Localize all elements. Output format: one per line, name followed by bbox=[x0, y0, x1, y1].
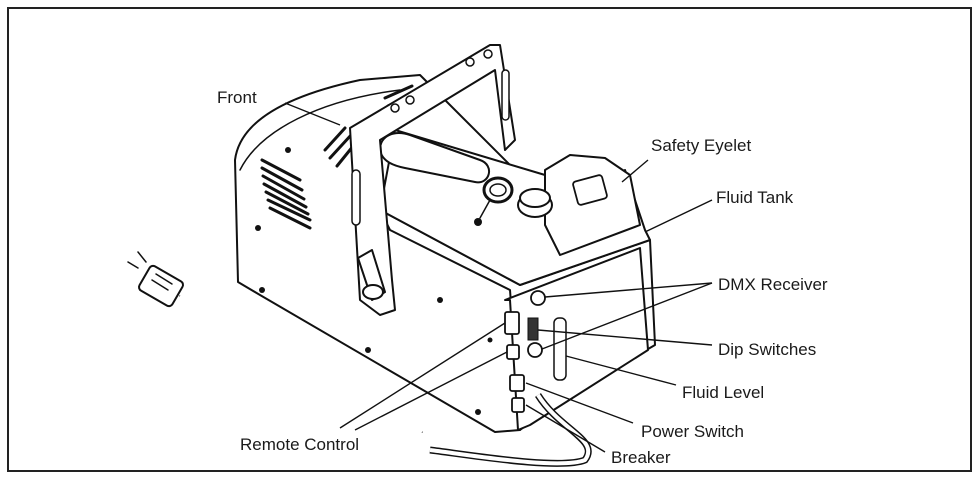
remote-connector-bottom bbox=[506, 344, 520, 360]
leader-fluid-level bbox=[565, 355, 677, 386]
dmx-out-connector bbox=[527, 342, 543, 358]
fluid-tank bbox=[379, 129, 651, 286]
bracket-hole bbox=[483, 49, 493, 59]
safety-eyelet-icon bbox=[474, 176, 514, 226]
leader-dmx-1 bbox=[544, 282, 713, 298]
leader-fluid-tank bbox=[644, 199, 713, 233]
plug-icon bbox=[127, 251, 184, 308]
label-power-switch: Power Switch bbox=[641, 422, 744, 441]
label-breaker: Breaker bbox=[611, 448, 671, 467]
label-front: Front bbox=[217, 88, 257, 107]
leader-remote-1 bbox=[339, 322, 506, 429]
remote-connector-top bbox=[504, 311, 520, 335]
rear-panel bbox=[379, 209, 656, 431]
bracket-slot-right bbox=[501, 69, 510, 121]
tank-window bbox=[572, 174, 608, 206]
power-switch bbox=[509, 374, 525, 392]
leader-remote-2 bbox=[354, 351, 508, 431]
leader-breaker bbox=[525, 404, 606, 453]
fill-cap-icon bbox=[517, 188, 553, 218]
dip-switch-block bbox=[527, 317, 539, 341]
leader-dip bbox=[537, 329, 713, 346]
leader-lines bbox=[284, 102, 713, 453]
breaker bbox=[511, 397, 525, 413]
bracket-hole bbox=[465, 57, 475, 67]
bracket-knob-icon bbox=[357, 249, 386, 301]
bracket-hole bbox=[390, 103, 400, 113]
label-dmx-receiver: DMX Receiver bbox=[718, 275, 828, 294]
label-fluid-level: Fluid Level bbox=[682, 383, 764, 402]
leader-power-switch bbox=[525, 382, 634, 424]
dmx-in-connector bbox=[530, 290, 546, 306]
fluid-level-window bbox=[553, 317, 567, 381]
bracket-slot-left bbox=[351, 169, 361, 226]
leader-safety-eyelet bbox=[621, 159, 649, 183]
label-safety-eyelet: Safety Eyelet bbox=[651, 136, 751, 155]
label-remote-control: Remote Control bbox=[240, 435, 359, 454]
label-fluid-tank: Fluid Tank bbox=[716, 188, 794, 207]
bracket-hole bbox=[405, 95, 415, 105]
vent-grille bbox=[260, 84, 416, 230]
mounting-bracket bbox=[349, 44, 516, 316]
leader-dmx-2 bbox=[541, 282, 713, 350]
leader-front bbox=[284, 102, 341, 126]
label-dip-switches: Dip Switches bbox=[718, 340, 816, 359]
